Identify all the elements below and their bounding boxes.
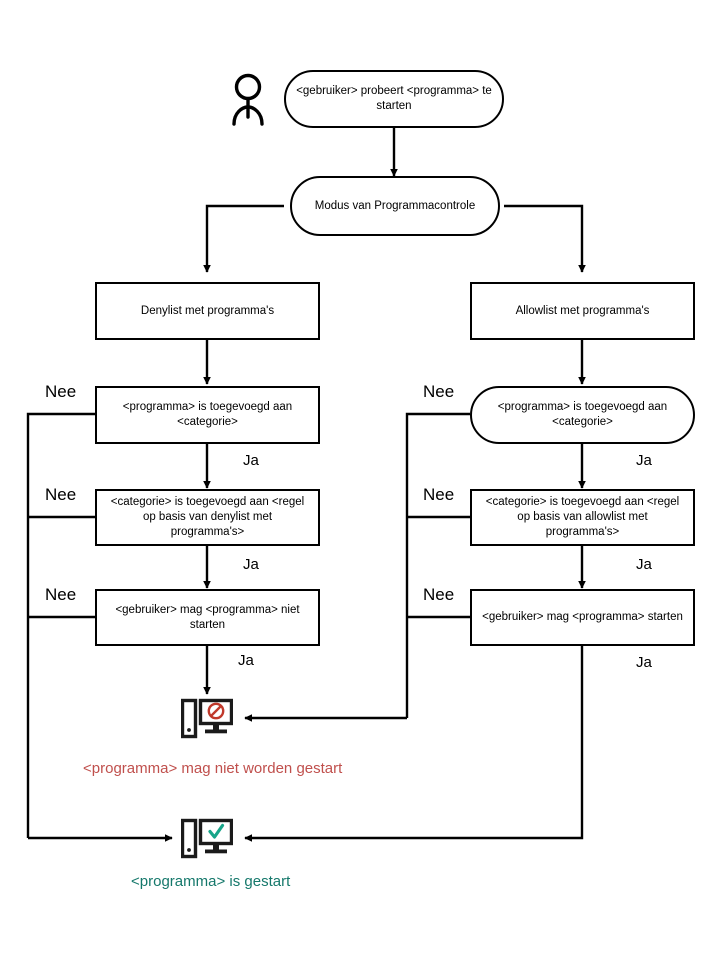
edge-label-left-ja-3: Ja — [238, 652, 254, 669]
node-allowlist-mode-label: Allowlist met programma's — [515, 304, 650, 317]
node-allow-q3[interactable]: <gebruiker> mag <programma> starten — [470, 589, 695, 646]
edge-label-right-nee-1: Nee — [423, 382, 455, 401]
node-start-label: <gebruiker> probeert <programma> te star… — [296, 85, 492, 112]
edge-label-right-ja-1: Ja — [636, 452, 652, 469]
edge-label-right-ja-3: Ja — [636, 654, 652, 671]
edge-label-right-nee-3: Nee — [423, 585, 455, 604]
node-mode[interactable]: Modus van Programmacontrole — [290, 176, 500, 236]
edge-label-right-ja-2: Ja — [636, 556, 652, 573]
edge-label-left-ja-1: Ja — [243, 452, 259, 469]
edge-label-left-nee-2: Nee — [45, 485, 77, 504]
node-deny-q3-label: <gebruiker> mag <programma> niet starten — [115, 603, 300, 631]
node-allow-q2-label: <categorie> is toegevoegd aan <regel op … — [485, 496, 680, 538]
edge-label-right-nee-2: Nee — [423, 485, 455, 504]
node-allow-q3-label: <gebruiker> mag <programma> starten — [482, 611, 683, 624]
node-mode-label: Modus van Programmacontrole — [314, 199, 476, 212]
node-denylist-mode-label: Denylist met programma's — [140, 304, 275, 317]
monitor-blocked-icon — [180, 698, 234, 740]
node-start[interactable]: <gebruiker> probeert <programma> te star… — [284, 70, 504, 128]
node-allow-q2[interactable]: <categorie> is toegevoegd aan <regel op … — [470, 489, 695, 546]
node-denylist-mode[interactable]: Denylist met programma's — [95, 282, 320, 340]
outcome-blocked-caption: <programma> mag niet worden gestart — [83, 760, 343, 777]
node-allow-q1[interactable]: <programma> is toegevoegd aan <categorie… — [470, 386, 695, 444]
node-deny-q1-label: <programma> is toegevoegd aan <categorie… — [122, 401, 293, 428]
monitor-allowed-icon — [180, 818, 234, 860]
node-allowlist-mode[interactable]: Allowlist met programma's — [470, 282, 695, 340]
node-deny-q2-label: <categorie> is toegevoegd aan <regel op … — [110, 496, 305, 538]
node-deny-q3[interactable]: <gebruiker> mag <programma> niet starten — [95, 589, 320, 646]
actor-stick-figure-icon — [222, 72, 274, 134]
outcome-started-caption: <programma> is gestart — [131, 873, 291, 890]
edge-label-left-nee-1: Nee — [45, 382, 77, 401]
node-deny-q2[interactable]: <categorie> is toegevoegd aan <regel op … — [95, 489, 320, 546]
node-allow-q1-label: <programma> is toegevoegd aan <categorie… — [497, 401, 668, 428]
edge-label-left-nee-3: Nee — [45, 585, 77, 604]
node-deny-q1[interactable]: <programma> is toegevoegd aan <categorie… — [95, 386, 320, 444]
edge-label-left-ja-2: Ja — [243, 556, 259, 573]
